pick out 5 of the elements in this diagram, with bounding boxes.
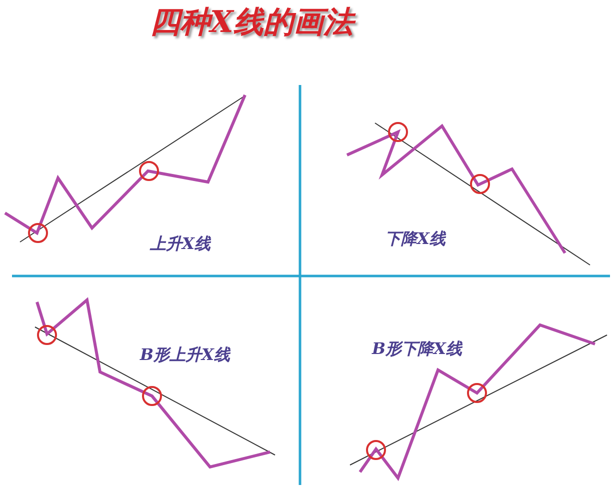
title: 四种X线的画法 bbox=[150, 2, 354, 43]
chart-label: B形下降X线 bbox=[372, 339, 462, 360]
chart-label: 下降X线 bbox=[385, 229, 446, 250]
chart-label: 上升X线 bbox=[150, 234, 210, 255]
chart-label: B形上升X线 bbox=[140, 345, 230, 366]
